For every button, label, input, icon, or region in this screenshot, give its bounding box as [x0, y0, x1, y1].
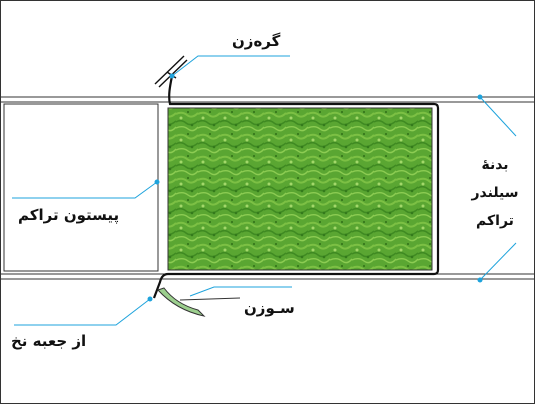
piston-label: پیستون تراکم [18, 206, 120, 224]
callouts [12, 55, 517, 326]
hay-bale [167, 107, 433, 271]
cylinder-body-label-line1: بدنهٔ [481, 157, 509, 173]
thread-box-label: از جعبه نخ [11, 332, 87, 350]
cylinder-body-label: بدنهٔ سیلندر تراکم [462, 151, 528, 235]
piston-block [3, 103, 159, 272]
needle-label: سـوزن [244, 299, 295, 317]
needle [157, 287, 206, 317]
twine-loop [152, 75, 440, 299]
knotter-label: گره‌زن [232, 32, 281, 50]
cylinder-body-label-line3: تراکم [476, 213, 514, 229]
cylinder-body-label-line2: سیلندر [471, 185, 519, 201]
